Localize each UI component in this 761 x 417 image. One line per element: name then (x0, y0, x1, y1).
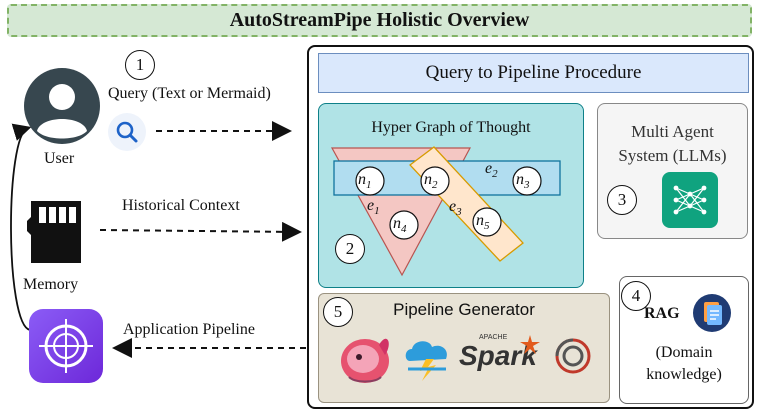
memory-label: Memory (23, 276, 79, 293)
node-n5: n5 (476, 212, 490, 233)
step-4-badge: 4 (621, 281, 651, 311)
rag-description: (Domain knowledge) (646, 344, 722, 383)
user-label: User (44, 150, 75, 167)
hypergraph-title: Hyper Graph of Thought (371, 119, 531, 136)
step-5-badge: 5 (323, 297, 353, 327)
neural-network-icon (662, 172, 718, 228)
hypergraph-shapes (330, 146, 561, 277)
edge-e2: e2 (485, 160, 498, 181)
step-2-badge: 2 (335, 234, 365, 264)
user-avatar-icon (23, 67, 101, 150)
edge-e3: e3 (449, 198, 462, 219)
procedure-title: Query to Pipeline Procedure (425, 62, 642, 83)
pipeline-generator-title: Pipeline Generator (393, 300, 535, 319)
step-1-badge: 1 (125, 50, 155, 80)
spark-logo: APACHE Spark (459, 334, 543, 380)
title-banner: AutoStreamPipe Holistic Overview (7, 4, 752, 37)
flink-logo (335, 325, 395, 392)
diagram-title: AutoStreamPipe Holistic Overview (229, 9, 530, 31)
storm-logo (400, 335, 460, 386)
application-pipeline-label: Application Pipeline (123, 321, 255, 338)
rag-label: RAG (644, 305, 680, 322)
node-n1: n1 (358, 171, 372, 192)
memory-card-icon (27, 201, 85, 268)
kafka-streams-logo (553, 336, 593, 381)
application-icon (29, 309, 103, 383)
search-icon (108, 113, 146, 151)
document-icon (692, 293, 732, 338)
node-n4: n4 (393, 215, 407, 236)
query-label: Query (Text or Mermaid) (108, 85, 271, 102)
edge-e1: e1 (367, 197, 380, 218)
node-n2: n2 (424, 171, 438, 192)
node-n3: n3 (516, 171, 530, 192)
multi-agent-title: Multi Agent System (LLMs) (618, 122, 727, 165)
historical-context-label: Historical Context (122, 197, 240, 214)
step-3-badge: 3 (607, 185, 637, 215)
procedure-header: Query to Pipeline Procedure (318, 53, 749, 93)
